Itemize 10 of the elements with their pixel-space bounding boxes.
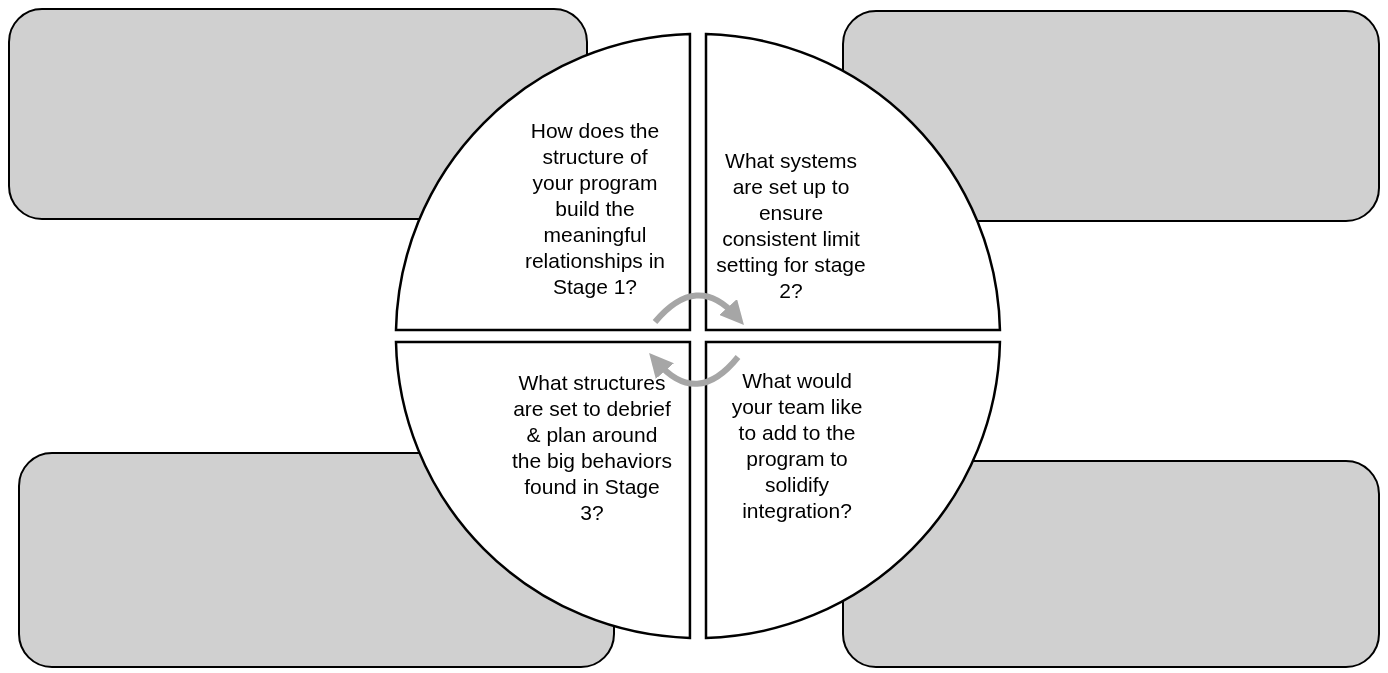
quadrant-shape (394, 340, 692, 640)
question-text: How does the structure of your program build the meaningful relationships in Stage 1? (523, 118, 667, 300)
quadrant-shape (704, 32, 1002, 332)
cycle-arrow (648, 353, 741, 387)
question-text: What systems are set up to ensure consistent limit setting for stage 2? (716, 148, 866, 304)
quadrant-shape (704, 340, 1002, 640)
question-text: What structures are set to debrief & plan around the big behaviors found in Stage 3? (512, 370, 672, 526)
quadrant-shape (394, 32, 692, 332)
cycle-arrow (652, 292, 745, 325)
question-text: What would your team like to add to the program to solidify integration? (730, 368, 864, 524)
